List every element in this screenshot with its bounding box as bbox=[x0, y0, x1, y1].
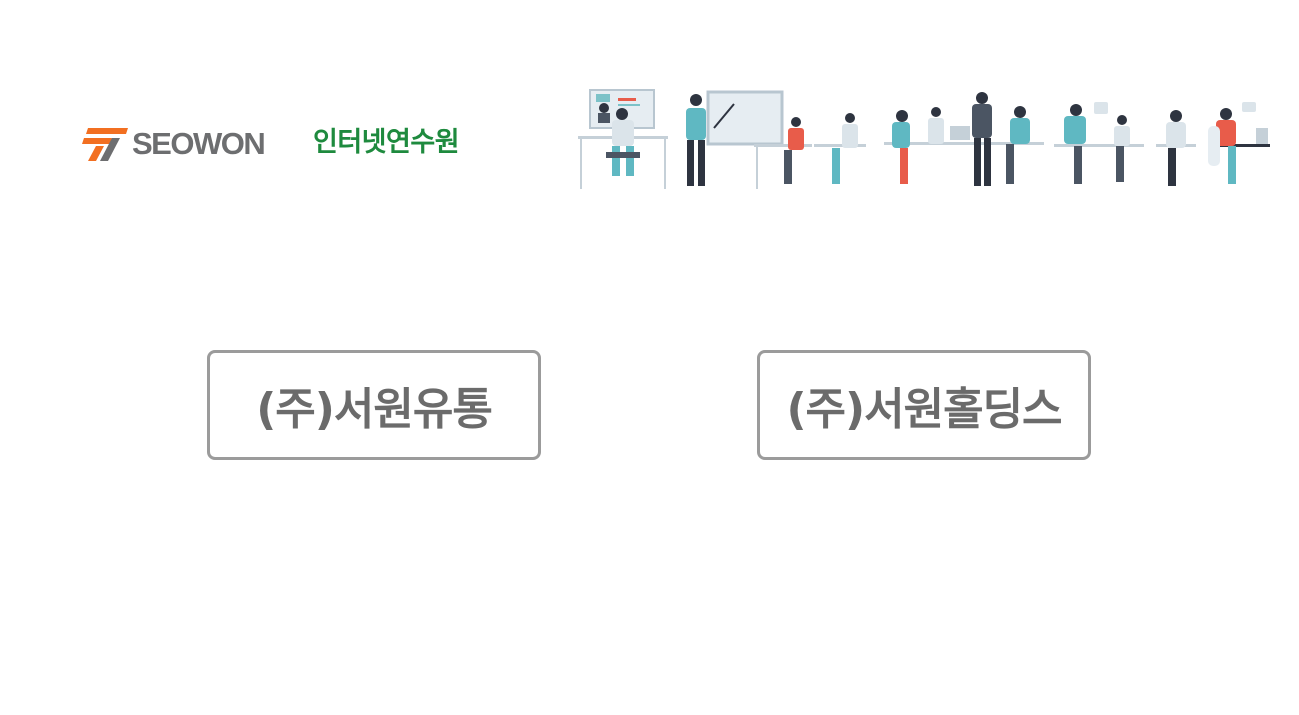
company-label: (주)서원홀딩스 bbox=[786, 384, 1062, 435]
company-label: (주)서원유통 bbox=[256, 384, 493, 435]
company-button-seowon-holdings[interactable]: (주)서원홀딩스 bbox=[757, 350, 1091, 460]
company-button-seowon-distribution[interactable]: (주)서원유통 bbox=[207, 350, 541, 460]
scene-two-desks bbox=[754, 113, 866, 189]
seowon-logo[interactable]: SEOWON bbox=[82, 125, 266, 163]
scene-discussion bbox=[1054, 102, 1196, 186]
people-meeting-illustration bbox=[578, 89, 1270, 189]
scene-presenter bbox=[686, 90, 784, 186]
seowon-logo-icon bbox=[82, 128, 128, 161]
logo-text: SEOWON bbox=[132, 126, 266, 161]
scene-desk-monitor bbox=[578, 89, 668, 189]
site-name: 인터넷연수원 bbox=[313, 127, 460, 158]
scene-laptop bbox=[1208, 102, 1270, 184]
scene-group-meeting bbox=[884, 92, 1044, 186]
